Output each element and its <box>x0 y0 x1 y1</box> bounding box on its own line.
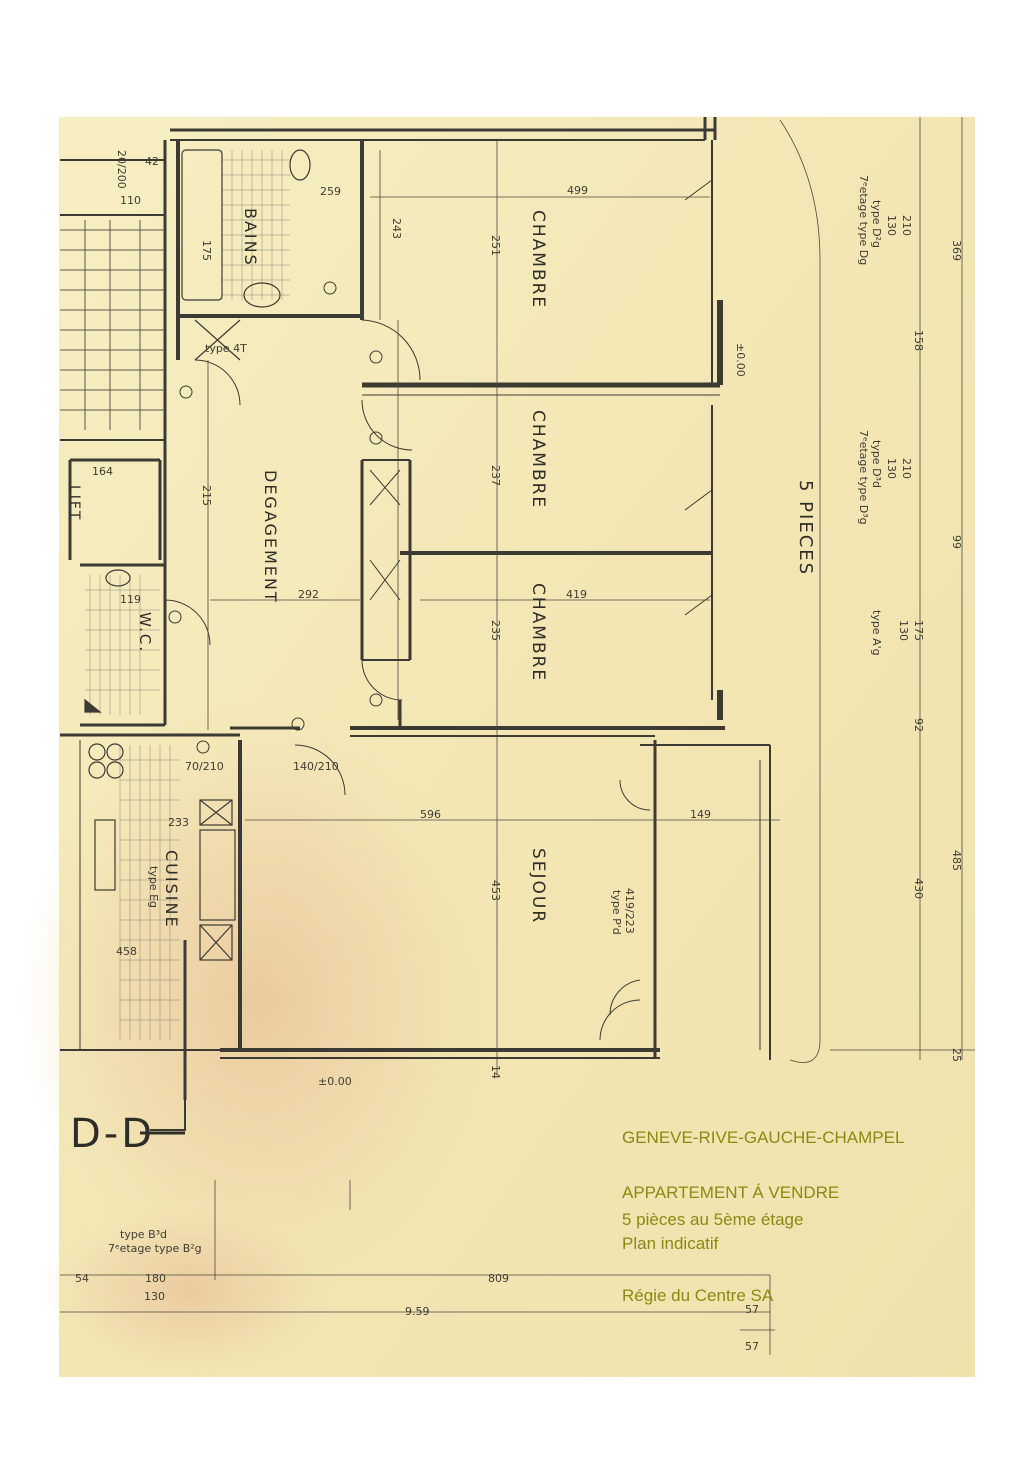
room-label-chambre-1: CHAMBRE <box>528 210 548 309</box>
caption-details: 5 pièces au 5ème étage <box>622 1210 804 1229</box>
door-tags <box>168 281 383 754</box>
room-label-sejour: SEJOUR <box>528 848 548 924</box>
dim-243: 243 <box>390 218 403 239</box>
dimension-lines <box>60 117 975 1355</box>
section-label: D-D <box>70 1111 155 1157</box>
dim-type-4t: type 4T <box>205 342 247 355</box>
door-swings <box>164 179 713 1041</box>
dim-485: 485 <box>950 850 963 871</box>
caption-note: Plan indicatif <box>622 1234 719 1253</box>
dim-210-a: 210 <box>900 215 913 236</box>
dim-959: 9.59 <box>405 1305 430 1318</box>
room-label-chambre-2: CHAMBRE <box>528 410 548 509</box>
dim-499: 499 <box>567 184 588 197</box>
dim-430: 430 <box>912 878 925 899</box>
caption-offer: APPARTEMENT Á VENDRE <box>622 1183 840 1202</box>
walls <box>60 117 771 1131</box>
pieces-label: 5 PIECES <box>795 480 816 576</box>
dim-233: 233 <box>168 816 189 829</box>
dim-type-b3d: type B³d <box>120 1228 167 1241</box>
dim-210-b: 210 <box>900 458 913 479</box>
dim-130-c: 130 <box>897 620 910 641</box>
dim-292: 292 <box>298 588 319 601</box>
dimension-labels: 499 419 596 149 292 259 243 251 237 235 … <box>75 150 963 1353</box>
room-label-degagement: DEGAGEMENT <box>261 470 280 604</box>
dim-130-a: 130 <box>885 215 898 236</box>
dim-158: 158 <box>912 330 925 351</box>
dim-419: 419 <box>566 588 587 601</box>
dim-42: 42 <box>145 155 159 168</box>
dim-4000-b: ±0.00 <box>318 1075 352 1088</box>
dim-149: 149 <box>690 808 711 821</box>
dim-type-b2g: 7ᵉetage type B²g <box>108 1242 202 1255</box>
dim-809: 809 <box>488 1272 509 1285</box>
dim-175-b: 175 <box>912 620 925 641</box>
dim-251: 251 <box>489 235 502 256</box>
room-label-wc: W.C. <box>136 612 154 653</box>
dim-596: 596 <box>420 808 441 821</box>
dim-99: 99 <box>950 535 963 549</box>
room-label-chambre-3: CHAMBRE <box>528 583 548 682</box>
dim-130-d: 130 <box>144 1290 165 1303</box>
dim-164: 164 <box>92 465 113 478</box>
dim-type-d2g: type D²g <box>870 200 883 248</box>
room-label-lift: LIFT <box>66 485 82 521</box>
dim-20-200: 20/200 <box>115 150 128 189</box>
dim-458: 458 <box>116 945 137 958</box>
dim-70-210: 70/210 <box>185 760 224 773</box>
dim-259: 259 <box>320 185 341 198</box>
dim-453: 453 <box>489 880 502 901</box>
paper-stain <box>20 700 500 1300</box>
dim-215: 215 <box>200 485 213 506</box>
dim-type-d3g: 7ᵉetage type D³g <box>857 430 870 525</box>
dim-110: 110 <box>120 194 141 207</box>
tile-grid-kitchen <box>119 745 180 1040</box>
dim-25: 25 <box>950 1048 963 1062</box>
dim-140-210: 140/210 <box>293 760 339 773</box>
dim-419-223: 419/223 <box>623 888 636 934</box>
dim-369: 369 <box>950 240 963 261</box>
dim-57-b: 57 <box>745 1340 759 1353</box>
room-labels: CHAMBRE CHAMBRE CHAMBRE SEJOUR BAINS DEG… <box>66 208 816 1157</box>
dim-130-b: 130 <box>885 458 898 479</box>
dim-180: 180 <box>145 1272 166 1285</box>
stair-treads <box>60 220 165 430</box>
dim-237: 237 <box>489 465 502 486</box>
caption-agency: Régie du Centre SA <box>622 1286 774 1305</box>
dim-14: 14 <box>489 1065 502 1079</box>
room-label-cuisine: CUISINE <box>162 850 181 929</box>
caption-location: GENEVE-RIVE-GAUCHE-CHAMPEL <box>622 1128 905 1147</box>
dim-type-eg: type Eg <box>147 866 160 908</box>
dim-92: 92 <box>912 718 925 732</box>
dim-type-dg: 7ᵉetage type Dg <box>857 175 870 265</box>
dim-type-pd: type P'd <box>610 890 623 935</box>
dim-119: 119 <box>120 593 141 606</box>
dim-4000-a: ±0.00 <box>734 343 747 377</box>
dim-type-d3d: type D³d <box>870 440 883 488</box>
dim-type-a: type A'g <box>870 610 883 656</box>
tile-grid-wc <box>85 575 160 715</box>
dim-175: 175 <box>200 240 213 261</box>
dim-235: 235 <box>489 620 502 641</box>
dim-54: 54 <box>75 1272 89 1285</box>
dim-57-a: 57 <box>745 1303 759 1316</box>
fixtures <box>84 149 311 961</box>
room-label-bains: BAINS <box>241 208 260 267</box>
